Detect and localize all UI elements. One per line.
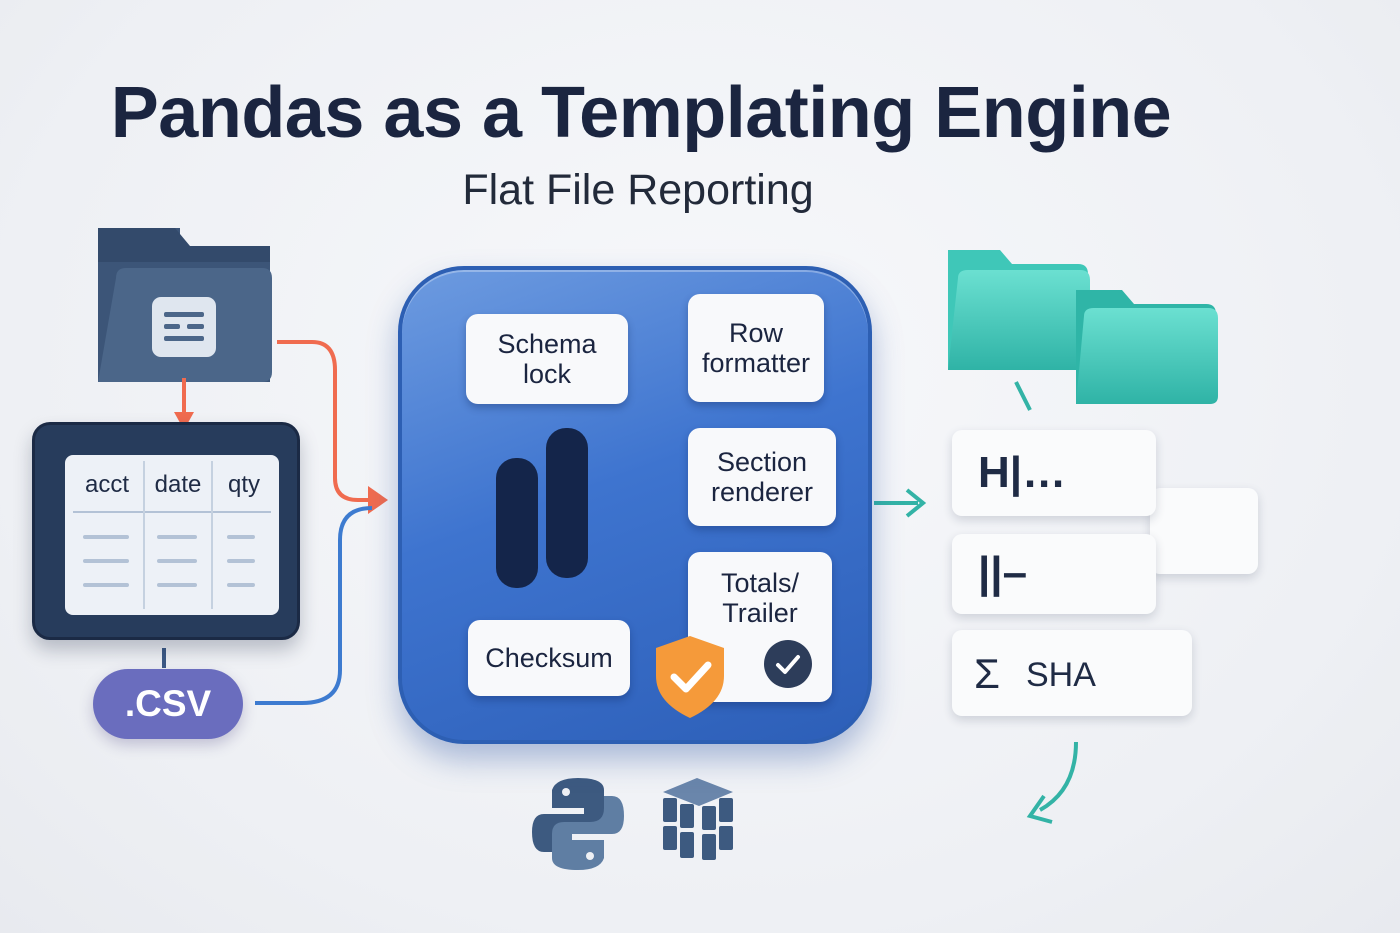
totals-trailer-label: Totals/ Trailer [720, 568, 800, 629]
table-row-line [227, 535, 255, 539]
engine-bar-left [496, 458, 538, 588]
column-header-qty: qty [227, 471, 260, 498]
column-header-acct: acct [84, 471, 129, 498]
arrow-csv-to-engine [255, 506, 373, 705]
row-formatter-box: Row formatter [688, 294, 824, 402]
table-divider [73, 511, 271, 513]
check-circle-glyph [776, 655, 800, 674]
python-icon [532, 778, 624, 870]
table-row-line [157, 535, 197, 539]
table-row-line [227, 559, 255, 563]
arrow-folder-to-table [174, 378, 194, 430]
output-body-text: ||– [978, 548, 1028, 597]
table-row-line [157, 559, 197, 563]
output-trailer-text: SHA [1026, 656, 1096, 694]
output-detail-card [1150, 488, 1258, 574]
cube-icon [663, 778, 733, 860]
output-body-card: ||– [952, 534, 1156, 614]
check-circle-icon [764, 640, 812, 688]
table-row-line [83, 535, 129, 539]
input-table-card: acct date qty [32, 422, 300, 640]
sigma-icon: Σ [974, 650, 1000, 697]
table-column-divider [211, 461, 213, 609]
table-row-line [227, 583, 255, 587]
output-trailer-card: Σ SHA [952, 630, 1192, 716]
table-row-line [157, 583, 197, 587]
section-renderer-box: Section renderer [688, 428, 836, 526]
arrow-folder-to-engine [277, 340, 388, 514]
table-row-line [83, 583, 129, 587]
shield-check-icon [656, 636, 724, 718]
csv-badge: .CSV [93, 669, 243, 739]
table-row-line [83, 559, 129, 563]
folder-icon [98, 228, 272, 382]
page-title: Pandas as a Templating Engine [110, 73, 1172, 153]
return-arrow [1026, 741, 1078, 824]
output-header-text: H|… [978, 448, 1067, 497]
teal-connector [1014, 381, 1032, 411]
checksum-box: Checksum [468, 620, 630, 696]
table-preview: acct date qty [65, 455, 279, 615]
teal-folder-icon [948, 250, 1218, 404]
page-subtitle: Flat File Reporting [462, 166, 814, 214]
table-column-divider [143, 461, 145, 609]
output-header-card: H|… [952, 430, 1156, 516]
arrow-engine-to-output [874, 488, 927, 518]
column-header-date: date [154, 471, 202, 498]
engine-bar-right [546, 428, 588, 578]
schema-lock-box: Schema lock [466, 314, 628, 404]
